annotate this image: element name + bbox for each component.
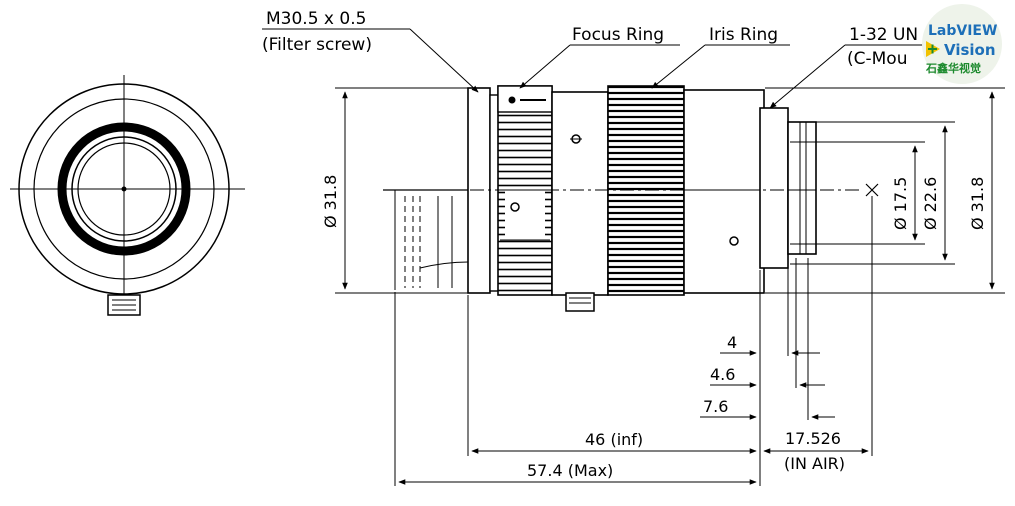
mount-thread-label: 1-32 UN [849, 25, 918, 45]
logo-line1: LabVIEW [928, 23, 997, 39]
mount-note-label: (C-Mou [847, 49, 907, 69]
focus-ring-label: Focus Ring [572, 25, 664, 45]
dim-4-6: 4.6 [710, 365, 735, 384]
thread-note: (Filter screw) [262, 35, 372, 55]
dim-flange-note: (IN AIR) [784, 454, 845, 473]
side-view [383, 85, 879, 312]
dia-22-6: Ø 22.6 [921, 177, 940, 230]
dimension-lines [335, 87, 1005, 486]
dim-46-inf: 46 (inf) [585, 430, 643, 449]
dia-outer-left: Ø 31.8 [321, 175, 340, 228]
dia-outer-right: Ø 31.8 [968, 177, 987, 230]
logo-line2: Vision [944, 41, 996, 59]
dim-7-6: 7.6 [703, 397, 728, 416]
front-view [10, 75, 245, 316]
text-labels: M30.5 x 0.5 (Filter screw) Focus Ring Ir… [262, 9, 987, 480]
dim-flange-back: 17.526 [785, 429, 841, 448]
dim-4: 4 [727, 333, 737, 352]
iris-ring-label: Iris Ring [709, 25, 778, 45]
dim-57-4-max: 57.4 (Max) [527, 461, 613, 480]
labview-vision-logo: LabVIEW Vision 石鑫华视觉 [922, 4, 1002, 84]
leader-lines [262, 28, 930, 109]
logo-line3: 石鑫华视觉 [925, 61, 981, 75]
dia-17-5: Ø 17.5 [891, 177, 910, 230]
thread-spec: M30.5 x 0.5 [266, 9, 366, 29]
